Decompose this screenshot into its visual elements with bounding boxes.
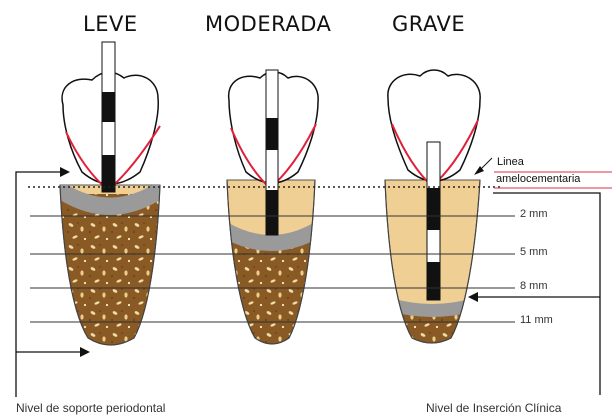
probe-moderada (266, 70, 278, 235)
cej-label-line1: Linea (497, 156, 524, 168)
caption-clinical-attachment: Nivel de Inserción Clínica (426, 401, 561, 415)
measurement-2mm: 2 mm (518, 208, 550, 220)
measurement-5mm: 5 mm (518, 246, 550, 258)
tooth-moderada (220, 70, 320, 357)
tooth-leve (55, 42, 165, 354)
probe-leve (102, 42, 115, 192)
cej-label-line2: amelocementaria (496, 173, 580, 185)
bone-leve (55, 194, 165, 354)
measurement-8mm: 8 mm (518, 280, 550, 292)
probe-grave (427, 142, 440, 300)
bone-moderada (220, 237, 320, 357)
clinical-attachment-bracket (468, 158, 600, 395)
measurement-11mm: 11 mm (518, 314, 555, 326)
tooth-grave (380, 70, 485, 357)
caption-support-level: Nivel de soporte periodontal (16, 401, 165, 415)
